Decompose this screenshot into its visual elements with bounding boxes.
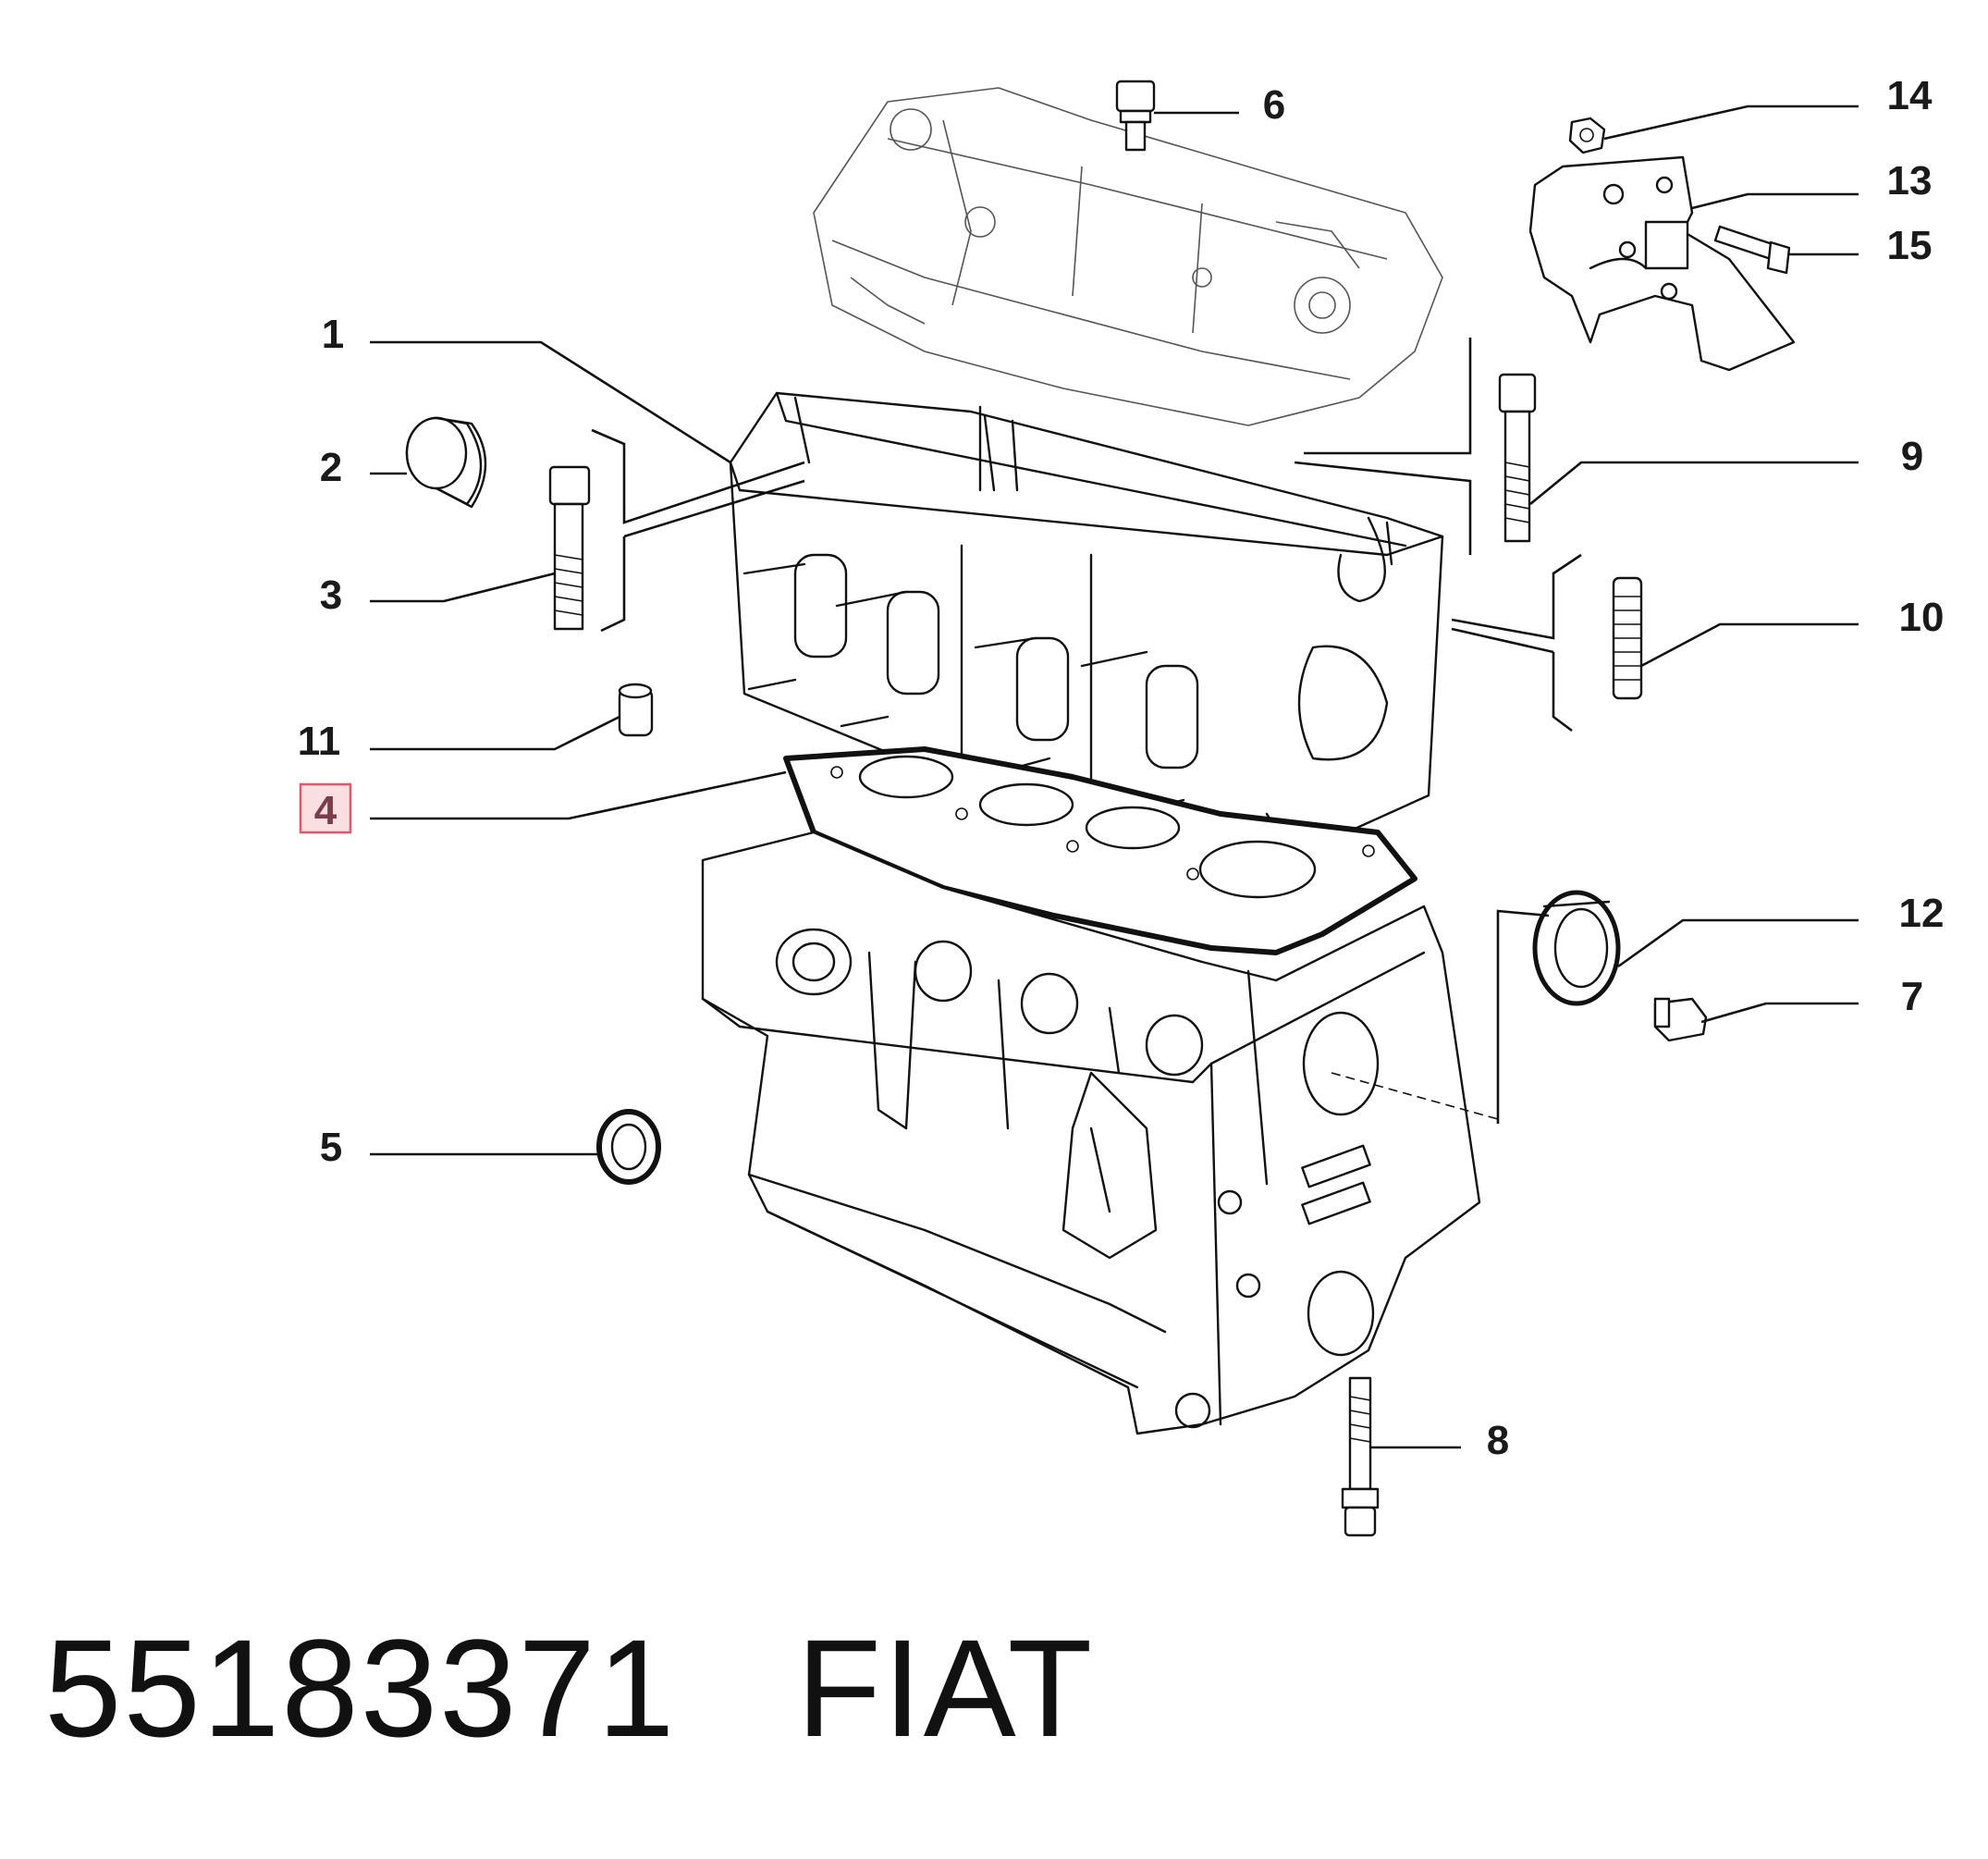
- callout-2[interactable]: 2: [320, 445, 342, 490]
- cover-bolt-illustration: [1115, 80, 1156, 152]
- callout-14[interactable]: 14: [1887, 73, 1933, 118]
- dowel-sleeve-illustration: [618, 683, 654, 737]
- callout-15[interactable]: 15: [1887, 223, 1933, 268]
- callout-5[interactable]: 5: [320, 1125, 342, 1170]
- core-plug-illustration: [596, 1109, 661, 1185]
- callout-13[interactable]: 13: [1887, 158, 1933, 203]
- head-bolt-illustration: [548, 465, 591, 631]
- leader-lines: [370, 105, 1859, 1449]
- callout-10[interactable]: 10: [1899, 595, 1945, 640]
- threaded-plug-illustration: [1653, 997, 1708, 1042]
- bracket-illustration: [1528, 155, 1796, 372]
- callout-11[interactable]: 11: [298, 719, 341, 764]
- callout-7[interactable]: 7: [1901, 974, 1923, 1019]
- callout-9[interactable]: 9: [1901, 434, 1923, 479]
- nut-illustration: [1568, 117, 1606, 154]
- valve-cover-illustration: [813, 87, 1443, 426]
- callout-1[interactable]: 1: [322, 312, 344, 357]
- engine-block-illustration: [701, 831, 1499, 1435]
- callout-6[interactable]: 6: [1263, 82, 1285, 128]
- callout-12[interactable]: 12: [1899, 891, 1945, 936]
- oil-seal-illustration: [1532, 890, 1621, 1006]
- stud-illustration: [1612, 576, 1643, 700]
- callout-labels: 1 2 3 4 5 6 7 8 9 10 11 12 13 14 15: [298, 73, 1945, 1463]
- callout-3[interactable]: 3: [320, 572, 342, 618]
- callout-8[interactable]: 8: [1487, 1418, 1509, 1463]
- callout-4[interactable]: 4: [314, 788, 337, 833]
- part-brand: FIAT: [796, 1610, 1095, 1766]
- part-number: 55183371: [44, 1610, 677, 1766]
- callout-4-highlight: [299, 782, 352, 834]
- tappet-cap-illustration: [405, 416, 487, 509]
- cylinder-head-illustration: [729, 391, 1444, 862]
- long-bolt-illustration: [1498, 373, 1537, 543]
- block-bolt-illustration: [1341, 1376, 1380, 1537]
- bracket-bolt-illustration: [1713, 225, 1791, 275]
